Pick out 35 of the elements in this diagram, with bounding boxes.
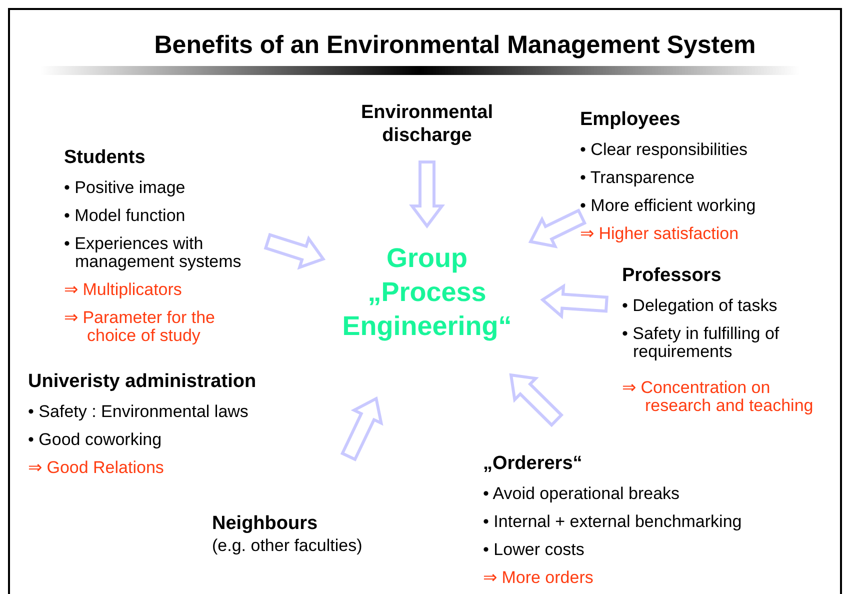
conclusion-text: ⇒ Parameter for the choice of study (64, 309, 216, 345)
conclusion-text: ⇒ Good Relations (28, 459, 164, 477)
group-heading: Univeristy administration (28, 370, 256, 393)
block-arrow (264, 232, 326, 270)
bullet-item: • Safety in fulfilling of requirements (622, 325, 780, 361)
block-arrow (528, 208, 587, 248)
conclusion-text: ⇒ More orders (483, 569, 594, 587)
block-arrow (409, 160, 445, 228)
bullet-item: • Model function (64, 207, 186, 225)
conclusion-text: ⇒ Multiplicators (64, 281, 183, 299)
bullet-item: • Delegation of tasks (622, 297, 778, 315)
block-arrow (340, 396, 384, 462)
conclusion-text: ⇒ Higher satisfaction (580, 225, 739, 243)
group-heading: Employees (580, 108, 680, 131)
group-heading: Students (64, 146, 146, 169)
bullet-item: • Positive image (64, 179, 186, 197)
bullet-item: • More efficient working (580, 197, 756, 215)
bullet-item: • Experiences with management systems (64, 235, 242, 271)
group-heading: „Orderers“ (483, 452, 582, 475)
bullet-item: • Lower costs (483, 541, 584, 559)
conclusion-text: ⇒ Concentration on research and teaching (622, 379, 814, 415)
bullet-item: • Avoid operational breaks (483, 485, 680, 503)
bullet-item: • Safety : Environmental laws (28, 403, 248, 421)
group-heading: Professors (622, 264, 722, 287)
group-heading: Environmental discharge (360, 101, 494, 147)
block-arrow (540, 283, 608, 320)
group-heading: Neighbours (212, 512, 318, 535)
note-text: (e.g. other faculties) (212, 537, 362, 555)
title: Benefits of an Environmental Management System (153, 30, 757, 61)
bullet-item: • Internal + external benchmarking (483, 513, 742, 531)
bullet-item: • Transparence (580, 169, 696, 187)
bullet-item: • Good coworking (28, 431, 162, 449)
block-arrow (509, 373, 564, 428)
center-label: Group „Process Engineering“ (327, 241, 527, 343)
bullet-item: • Clear responsibilities (580, 141, 748, 159)
